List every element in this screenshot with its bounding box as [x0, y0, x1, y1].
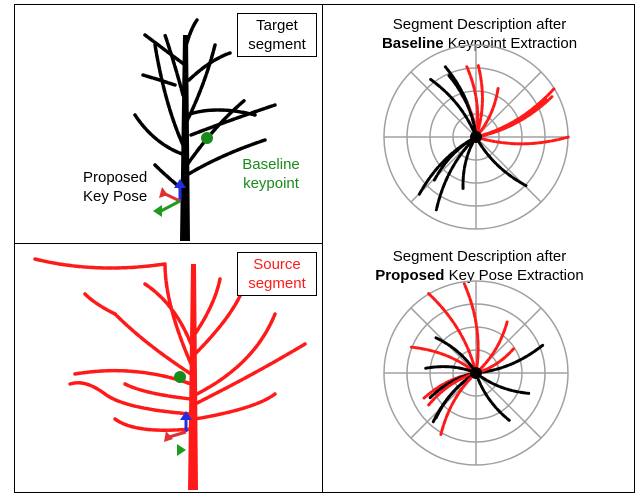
target-label-line2: segment [248, 36, 306, 53]
source-label-line1: Source [253, 256, 301, 273]
source-label-line2: segment [248, 275, 306, 292]
proposed-title-bold: Proposed [375, 267, 445, 284]
target-label-line1: Target [256, 17, 298, 34]
polar-descriptors-svg [383, 44, 570, 466]
source-segment-label: Source segment [237, 252, 317, 296]
target-tree-svg [133, 18, 277, 241]
baseline-keypoint-label: Baseline keypoint [237, 155, 305, 193]
proposed-title-line2: Proposed Key Pose Extraction [323, 266, 634, 285]
source-tree-svg [33, 257, 307, 490]
baseline-keypoint-marker [201, 132, 213, 144]
target-tree [133, 18, 277, 241]
proposed-key-pose-axes [153, 179, 186, 217]
target-segment-panel: Target segment Baseline keypoint Propose… [14, 4, 323, 244]
baseline-title-line1: Segment Description after [392, 16, 567, 33]
polar-grid-proposed [383, 280, 569, 466]
proposed-description-points [409, 282, 545, 436]
proposed-title-rest: Key Pose Extraction [444, 267, 584, 284]
segment-descriptions-panel: Segment Description after Baseline Keypo… [322, 4, 635, 493]
target-segment-label: Target segment [237, 13, 317, 57]
baseline-title-rest: Keypoint Extraction [443, 35, 578, 52]
source-segment-panel: Source segment [14, 243, 323, 493]
proposed-key-pose-axes-source [164, 411, 192, 456]
baseline-label-line1: Baseline [242, 156, 300, 173]
baseline-description-points [417, 64, 570, 212]
baseline-title-bold: Baseline [381, 35, 444, 52]
proposed-description-title: Segment Description after Proposed Key P… [323, 247, 634, 285]
baseline-title-line2: Baseline Keypoint Extraction [323, 34, 634, 53]
proposed-key-pose-label: Proposed Key Pose [83, 168, 147, 206]
proposed-label-line2: Key Pose [83, 188, 148, 205]
baseline-keypoint-marker-source [174, 371, 186, 383]
baseline-label-line2: keypoint [243, 175, 299, 192]
baseline-description-title: Segment Description after Baseline Keypo… [323, 15, 634, 53]
proposed-title-line1: Segment Description after [392, 248, 567, 265]
proposed-label-line1: Proposed [83, 169, 148, 186]
